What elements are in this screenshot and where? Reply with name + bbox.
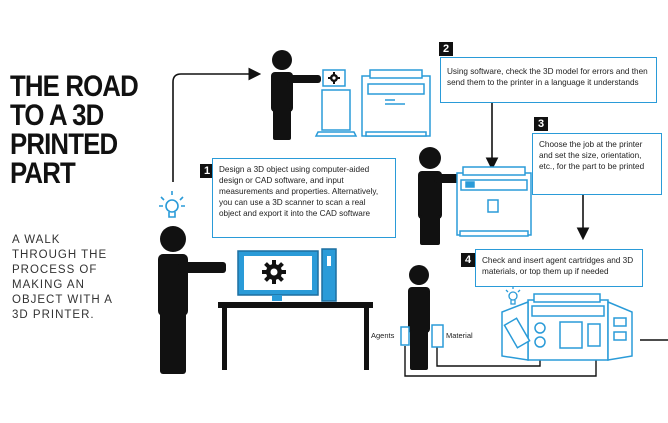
- person-top-figure: [271, 50, 321, 140]
- desk: [218, 302, 373, 370]
- subtitle: A WALK THROUGH THE PROCESS OF MAKING AN …: [12, 233, 138, 323]
- printer-open: [501, 293, 633, 361]
- lightbulb-icon: [505, 286, 521, 305]
- material-container: [431, 324, 444, 348]
- printer-middle: [456, 166, 532, 237]
- subtitle-line: 3D PRINTER.: [12, 309, 95, 321]
- step-1-text: Design a 3D object using computer-aided …: [219, 165, 379, 218]
- subtitle-line: OBJECT WITH A: [12, 294, 113, 306]
- step-2-text: Using software, check the 3D model for e…: [447, 67, 648, 87]
- step-3-box: Choose the job at the printer and set th…: [532, 133, 662, 195]
- title-line-1: THE ROAD: [10, 70, 139, 103]
- step-4-box: Check and insert agent cartridges and 3D…: [475, 249, 643, 287]
- step-4-text: Check and insert agent cartridges and 3D…: [482, 256, 634, 276]
- step-number-1: 1: [200, 164, 214, 178]
- step-number-3: 3: [534, 117, 548, 131]
- agent-cartridge: [400, 326, 410, 346]
- step-number-2: 2: [439, 42, 453, 56]
- laptop: [314, 89, 358, 137]
- subtitle-line: A WALK: [12, 234, 61, 246]
- gear-icon: [262, 260, 286, 284]
- subtitle-line: THROUGH THE: [12, 249, 108, 261]
- camera-icon: [322, 69, 346, 87]
- agents-label: Agents: [371, 331, 395, 340]
- step-1-box: Design a 3D object using computer-aided …: [212, 158, 396, 238]
- person-designer-figure: [158, 226, 226, 374]
- material-label: Material: [446, 331, 473, 340]
- page-title: THE ROAD TO A 3D PRINTED PART: [10, 70, 139, 190]
- person-technician-figure: [408, 265, 430, 370]
- title-line-2: TO A 3D: [10, 99, 104, 132]
- title-line-3: PRINTED: [10, 128, 118, 161]
- subtitle-line: PROCESS OF: [12, 264, 98, 276]
- subtitle-line: MAKING AN: [12, 279, 85, 291]
- computer-monitor: [237, 248, 337, 302]
- lightbulb-icon: [159, 191, 185, 218]
- step-2-box: Using software, check the 3D model for e…: [440, 57, 657, 103]
- arrow-step1-to-step2: [172, 67, 262, 182]
- printer-top: [361, 69, 431, 137]
- step-number-4: 4: [461, 253, 475, 267]
- step-3-text: Choose the job at the printer and set th…: [539, 140, 645, 171]
- title-line-4: PART: [10, 157, 76, 190]
